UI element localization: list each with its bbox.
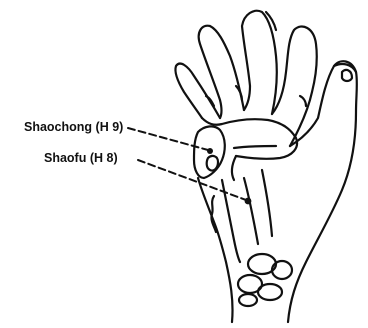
forearm-outline: [198, 178, 233, 322]
middle-finger-outline: [242, 11, 277, 114]
carpal-bone-5: [239, 294, 257, 306]
shaofu-leader-line: [138, 160, 246, 200]
carpal-bone-2: [272, 261, 292, 279]
ring-finger-outline: [199, 26, 244, 118]
metacarpal-line-2: [244, 178, 258, 244]
shaofu-label: Shaofu (H 8): [44, 152, 118, 165]
little-fingernail: [207, 156, 218, 171]
wrist-right-outline: [288, 61, 357, 322]
thumb-nail: [342, 70, 352, 81]
shaofu-point-marker: [245, 198, 252, 205]
shaochong-label: Shaochong (H 9): [24, 121, 123, 134]
shaochong-point-marker: [207, 148, 213, 154]
little-finger-outline: [175, 64, 220, 118]
carpal-bone-4: [258, 284, 282, 300]
curled-fingers: [202, 118, 297, 159]
